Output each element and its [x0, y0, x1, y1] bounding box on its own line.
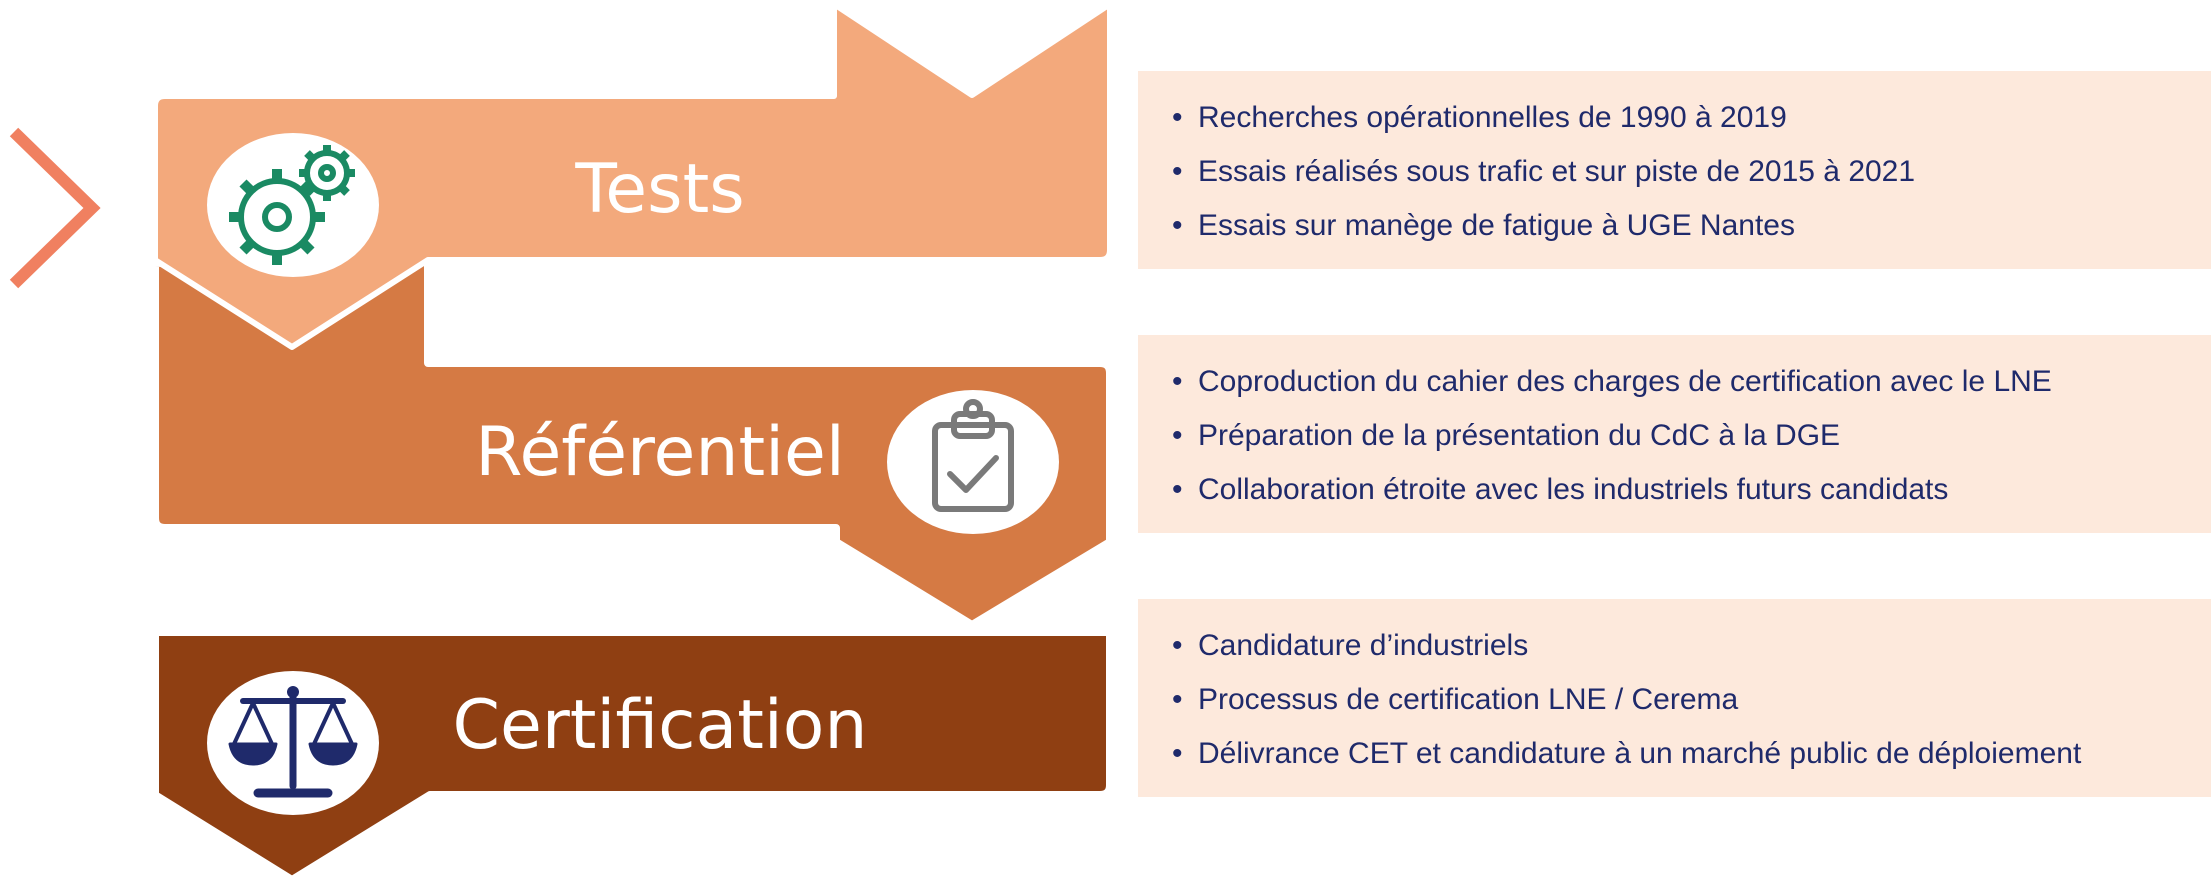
bullet-item: Délivrance CET et candidature à un march…	[1172, 727, 2191, 781]
gears-icon	[229, 145, 355, 265]
bullet-list-tests: Recherches opérationnelles de 1990 à 201…	[1172, 91, 2191, 253]
bullet-item: Essais réalisés sous trafic et sur piste…	[1172, 145, 2191, 199]
bullet-list-certification: Candidature d’industriels Processus de c…	[1172, 619, 2191, 781]
panel-referentiel: Coproduction du cahier des charges de ce…	[1138, 335, 2211, 533]
bullet-item: Préparation de la présentation du CdC à …	[1172, 409, 2191, 463]
stage-label-certification: Certification	[453, 686, 868, 765]
bullet-item: Essais sur manège de fatigue à UGE Nante…	[1172, 199, 2191, 253]
bullet-item: Candidature d’industriels	[1172, 619, 2191, 673]
stage-label-referentiel: Référentiel	[475, 413, 844, 492]
bullet-item: Recherches opérationnelles de 1990 à 201…	[1172, 91, 2191, 145]
stage-label-tests: Tests	[574, 150, 744, 229]
stage-tests-shape	[152, 1, 1113, 350]
panel-certification: Candidature d’industriels Processus de c…	[1138, 599, 2211, 797]
icon-circle-tests	[207, 133, 379, 277]
icon-circle-referentiel	[887, 390, 1059, 534]
stage-certification-shape	[151, 628, 1114, 883]
scales-icon	[228, 686, 358, 798]
chevron-right-icon	[9, 127, 101, 289]
panel-tests: Recherches opérationnelles de 1990 à 201…	[1138, 71, 2211, 269]
bullet-item: Processus de certification LNE / Cerema	[1172, 673, 2191, 727]
clipboard-check-icon	[932, 399, 1014, 512]
bullet-item: Collaboration étroite avec les industrie…	[1172, 463, 2191, 517]
bullet-list-referentiel: Coproduction du cahier des charges de ce…	[1172, 355, 2191, 517]
bullet-item: Coproduction du cahier des charges de ce…	[1172, 355, 2191, 409]
stage-referentiel-shape	[151, 251, 1114, 629]
